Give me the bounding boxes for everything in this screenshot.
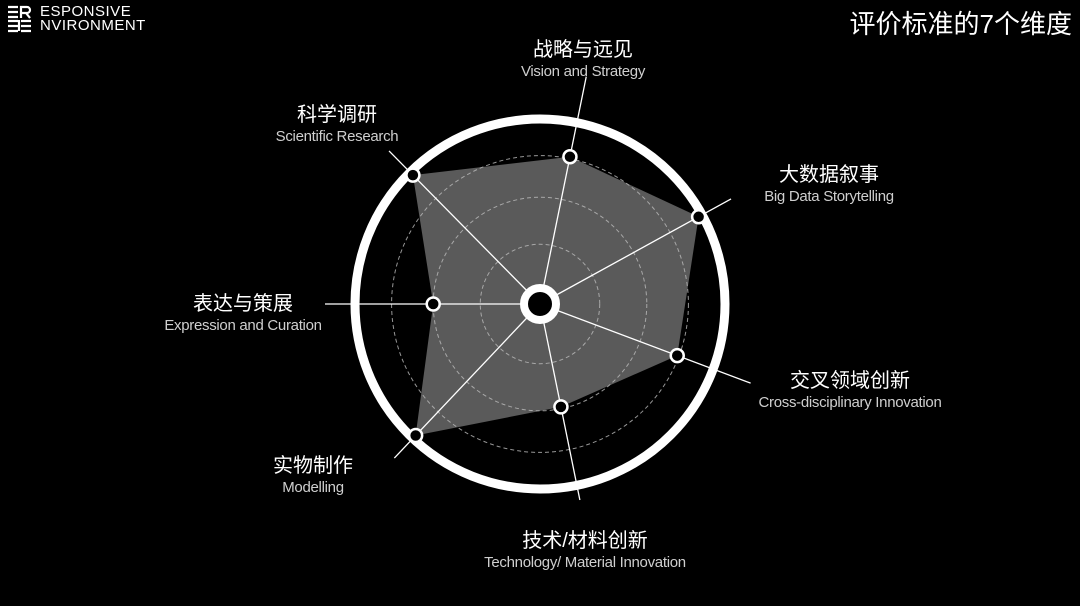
axis-label-zh: 实物制作 [273, 455, 353, 477]
axis-label-en: Cross-disciplinary Innovation [758, 394, 942, 411]
data-point-4 [553, 399, 569, 415]
axis-label-2: 大数据叙事 Big Data Storytelling [764, 163, 894, 207]
axis-label-zh: 交叉领域创新 [790, 370, 910, 392]
grid-ring-2 [432, 196, 648, 412]
data-point-2 [690, 209, 707, 225]
center-hub [520, 284, 560, 324]
grid-ring-1 [479, 243, 601, 365]
axis-label-en: Big Data Storytelling [764, 188, 894, 205]
axis-label-en: Scientific Research [275, 128, 399, 145]
axis-label-zh: 科学调研 [297, 104, 377, 126]
axis-label-1: 战略与远见 Vision and Strategy [521, 38, 645, 82]
axis-label-4: 技术/材料创新 Technology/ Material Innovation [484, 529, 686, 573]
axis-label-3: 交叉领域创新 Cross-disciplinary Innovation [758, 369, 941, 413]
data-point-7 [405, 167, 421, 183]
grid-ring-3 [391, 155, 689, 453]
axis-label-6: 表达与策展 Expression and Curation [164, 292, 322, 336]
axis-label-zh: 战略与远见 [532, 39, 633, 61]
logo-mark-icon [8, 5, 32, 33]
outer-ring [350, 114, 730, 494]
axis-label-zh: 大数据叙事 [778, 164, 879, 186]
data-point-3 [669, 347, 685, 364]
axis-line-1 [539, 76, 587, 305]
axis-label-en: Technology/ Material Innovation [484, 554, 686, 571]
data-point-1 [562, 149, 578, 165]
axis-label-zh: 技术/材料创新 [522, 530, 648, 552]
data-point-6 [425, 296, 441, 312]
axis-label-en: Vision and Strategy [520, 63, 646, 80]
axis-label-7: 科学调研 Scientific Research [276, 103, 399, 147]
axis-label-zh: 表达与策展 [193, 293, 293, 315]
axis-label-en: Modelling [282, 479, 344, 496]
logo-line1: ESPONSIVE [40, 3, 132, 20]
page-title: 评价标准的7个维度 [849, 9, 1072, 39]
logo-line2: NVIRONMENT [40, 17, 146, 34]
logo: ESPONSIVE NVIRONMENT [6, 3, 146, 34]
axis-label-5: 实物制作 Modelling [273, 454, 353, 498]
axis-label-en: Expression and Curation [164, 317, 322, 334]
data-point-5 [407, 427, 424, 444]
